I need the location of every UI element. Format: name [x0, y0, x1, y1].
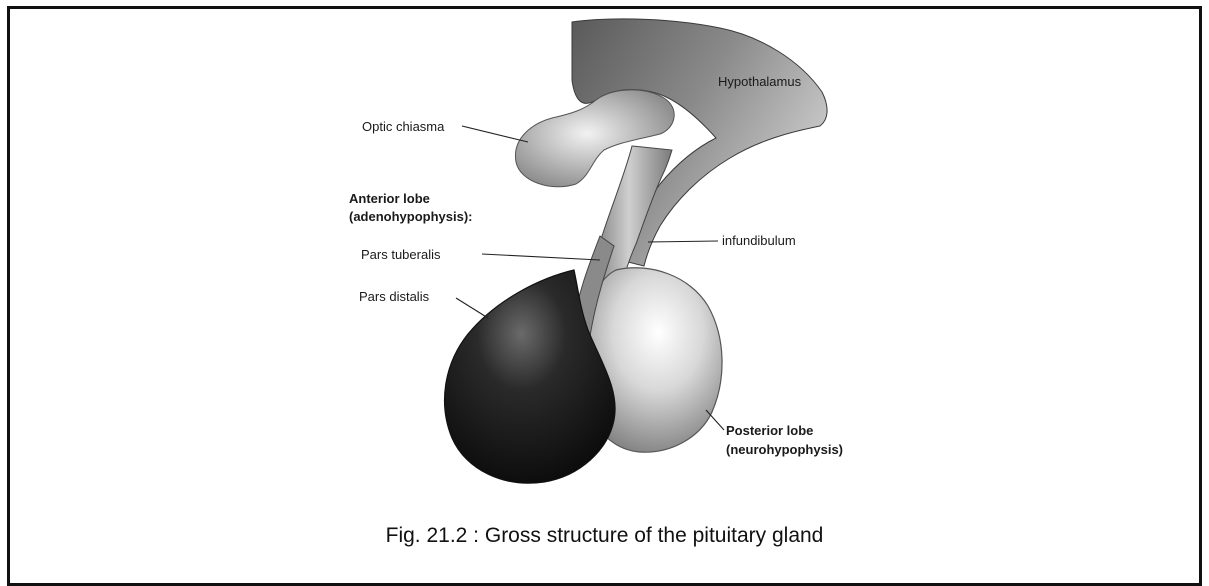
- figure-caption: Fig. 21.2 : Gross structure of the pitui…: [0, 524, 1209, 548]
- label-infundibulum: infundibulum: [722, 233, 796, 248]
- label-optic-chiasma: Optic chiasma: [362, 119, 445, 134]
- label-hypothalamus: Hypothalamus: [718, 74, 802, 89]
- pituitary-diagram: Hypothalamus Optic chiasma Anterior lobe…: [0, 0, 1209, 561]
- leader-optic-chiasma: [462, 126, 528, 142]
- leader-posterior-lobe: [706, 410, 724, 430]
- figure-caption-text: Gross structure of the pituitary gland: [485, 524, 824, 547]
- leader-pars-distalis: [456, 298, 488, 318]
- label-posterior-lobe: Posterior lobe: [726, 423, 813, 438]
- leader-infundibulum: [648, 241, 718, 242]
- label-neurohypophysis: (neurohypophysis): [726, 442, 843, 457]
- label-anterior-lobe: Anterior lobe: [349, 191, 430, 206]
- leader-pars-tuberalis: [482, 254, 600, 260]
- label-pars-distalis: Pars distalis: [359, 289, 430, 304]
- label-adenohypophysis: (adenohypophysis):: [349, 209, 473, 224]
- figure-number: Fig. 21.2 :: [386, 524, 479, 547]
- label-pars-tuberalis: Pars tuberalis: [361, 247, 441, 262]
